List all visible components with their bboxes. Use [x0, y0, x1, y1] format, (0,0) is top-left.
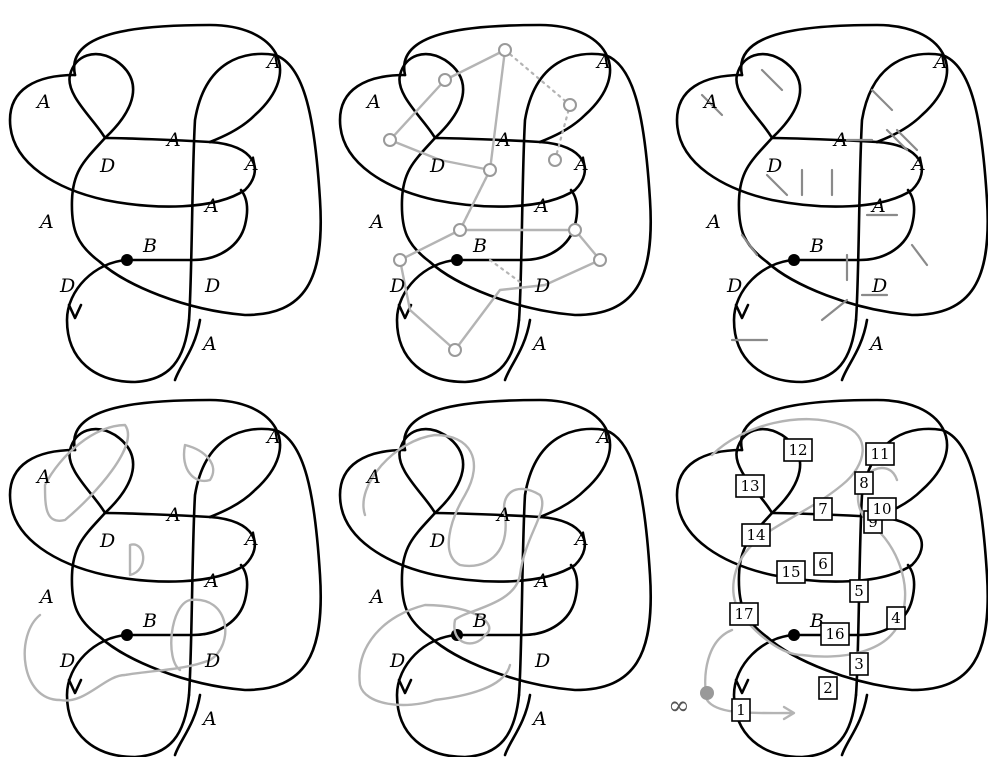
svg-text:6: 6: [818, 555, 828, 573]
region-label: A: [243, 528, 259, 550]
crossing-number-box: 13: [735, 474, 765, 498]
region-label: A: [531, 333, 547, 355]
crossing-number-box: 3: [849, 652, 869, 676]
region-label: B: [809, 235, 824, 257]
svg-text:1: 1: [736, 701, 746, 719]
region-label: A: [495, 129, 511, 151]
crossing-number-box: 10: [867, 497, 897, 521]
region-label: A: [165, 129, 181, 151]
region-label: D: [389, 650, 405, 672]
svg-text:16: 16: [825, 625, 844, 643]
region-label: A: [203, 570, 219, 592]
svg-text:11: 11: [870, 445, 889, 463]
crossing-number-box: 8: [854, 471, 874, 495]
region-label: D: [99, 530, 115, 552]
svg-text:5: 5: [854, 582, 864, 600]
region-labels: A A A D A A A B D D A A A A D A A A B D D A A A A D A A A B D D A A A A D A A A…: [35, 51, 948, 730]
panel-1: [8, 23, 323, 384]
region-label: A: [533, 195, 549, 217]
region-label: A: [35, 91, 51, 113]
region-label: A: [201, 708, 217, 730]
region-label: A: [38, 211, 54, 233]
region-label: A: [265, 426, 281, 448]
panel-6: [675, 398, 988, 757]
crossing-number-box: 5: [849, 579, 869, 603]
svg-text:9: 9: [868, 513, 878, 531]
svg-text:3: 3: [854, 655, 864, 673]
region-label: A: [932, 51, 948, 73]
region-label: D: [429, 530, 445, 552]
crossing-number-box: 12: [783, 438, 813, 462]
region-label: A: [265, 51, 281, 73]
region-label: B: [142, 610, 157, 632]
region-label: A: [38, 586, 54, 608]
svg-text:2: 2: [823, 679, 833, 697]
region-label: D: [59, 650, 75, 672]
region-label: D: [871, 275, 887, 297]
region-label: D: [429, 155, 445, 177]
crossing-number-box: 6: [813, 552, 833, 576]
region-label: D: [726, 275, 742, 297]
panel-5: [338, 398, 653, 757]
region-label: D: [766, 155, 782, 177]
region-label: B: [472, 235, 487, 257]
crossing-number-box: 2: [818, 676, 838, 700]
svg-text:14: 14: [746, 526, 765, 544]
crossing-number-box: 7: [813, 497, 833, 521]
svg-text:12: 12: [788, 441, 807, 459]
dual-graph-overlay: [382, 42, 608, 358]
region-label: D: [99, 155, 115, 177]
region-label: A: [165, 504, 181, 526]
region-label: A: [201, 333, 217, 355]
panel-4: [8, 398, 323, 757]
region-label: A: [533, 570, 549, 592]
infinity-symbol: ∞: [668, 691, 690, 721]
region-label: A: [573, 528, 589, 550]
region-label: A: [365, 466, 381, 488]
region-label: D: [59, 275, 75, 297]
region-label: A: [35, 466, 51, 488]
region-label: A: [368, 211, 384, 233]
svg-text:8: 8: [859, 474, 869, 492]
region-label: A: [365, 91, 381, 113]
crossing-number-box: 16: [820, 622, 850, 646]
region-label: A: [595, 51, 611, 73]
region-label: B: [472, 610, 487, 632]
svg-text:4: 4: [891, 609, 901, 627]
region-label: D: [204, 275, 220, 297]
region-label: A: [910, 153, 926, 175]
crossing-number-box: 15: [776, 560, 806, 584]
panel-2: [338, 23, 653, 384]
svg-text:7: 7: [818, 500, 828, 518]
region-label: A: [368, 586, 384, 608]
region-label: A: [702, 91, 718, 113]
region-label: D: [204, 650, 220, 672]
region-label: A: [495, 504, 511, 526]
crossing-number-box: 4: [886, 606, 906, 630]
region-label: A: [595, 426, 611, 448]
region-label: A: [203, 195, 219, 217]
svg-text:10: 10: [872, 500, 891, 518]
svg-text:13: 13: [740, 477, 759, 495]
region-label: D: [534, 275, 550, 297]
region-label: A: [531, 708, 547, 730]
region-label: A: [832, 129, 848, 151]
crossing-number-box: 1: [731, 698, 751, 722]
region-label: A: [705, 211, 721, 233]
region-label: A: [870, 195, 886, 217]
crossing-number-box: 17: [729, 602, 759, 626]
region-label: D: [534, 650, 550, 672]
panel-3: [675, 23, 988, 384]
svg-text:17: 17: [734, 605, 753, 623]
region-label: A: [573, 153, 589, 175]
region-label: D: [389, 275, 405, 297]
region-label: A: [243, 153, 259, 175]
crossing-number-box: 11: [865, 442, 895, 466]
region-label: A: [868, 333, 884, 355]
region-label: B: [142, 235, 157, 257]
svg-text:15: 15: [781, 563, 800, 581]
crossing-number-box: 14: [741, 523, 771, 547]
